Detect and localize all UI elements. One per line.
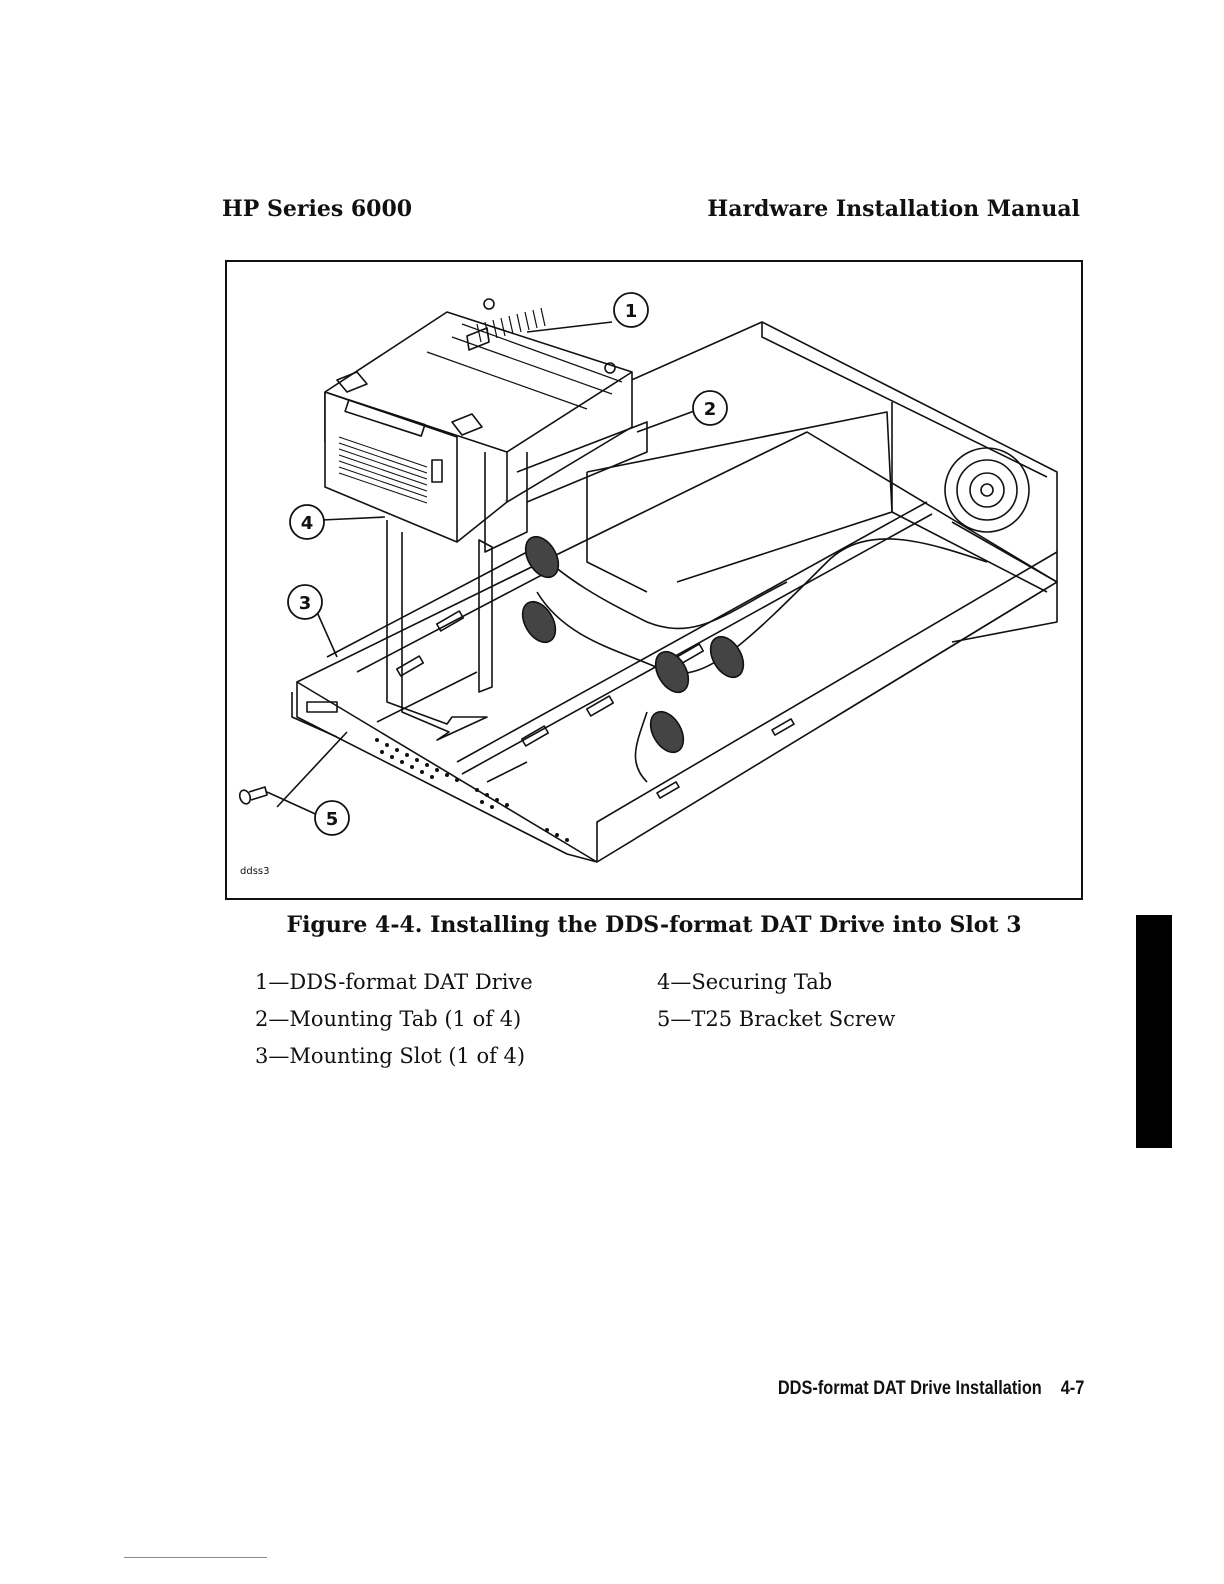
installation-illustration: 1 2 3 4 5 <box>227 262 1081 898</box>
legend-item: 4—Securing Tab <box>657 964 895 1001</box>
leader-1 <box>527 322 612 332</box>
legend-left-column: 1—DDS-format DAT Drive 2—Mounting Tab (1… <box>255 964 533 1075</box>
leader-3 <box>317 612 337 657</box>
callout-2-label: 2 <box>704 399 717 420</box>
header-manual-title: Hardware Installation Manual <box>707 196 1080 222</box>
figure-id-label: ddss3 <box>240 866 269 877</box>
leader-5 <box>267 792 322 817</box>
chassis-rear-wall <box>582 322 1057 722</box>
callout-1-label: 1 <box>625 301 638 322</box>
legend-item: 3—Mounting Slot (1 of 4) <box>255 1038 533 1075</box>
footer-section-title: DDS-format DAT Drive Installation <box>778 1378 1042 1399</box>
chapter-thumb-tab <box>1136 915 1172 1148</box>
header-product: HP Series 6000 <box>222 196 412 222</box>
callout-4-label: 4 <box>301 513 314 534</box>
dat-drive <box>325 299 632 542</box>
callout-5-label: 5 <box>326 809 339 830</box>
t25-screw <box>238 787 267 805</box>
figure-frame: 1 2 3 4 5 ddss3 <box>225 260 1083 900</box>
bottom-rule <box>124 1557 267 1558</box>
page-footer: DDS-format DAT Drive Installation 4-7 <box>778 1378 1084 1400</box>
leader-2 <box>637 410 697 432</box>
legend-right-column: 4—Securing Tab 5—T25 Bracket Screw <box>657 964 895 1038</box>
leader-4 <box>322 517 385 520</box>
legend-item: 5—T25 Bracket Screw <box>657 1001 895 1038</box>
figure-caption: Figure 4-4. Installing the DDS-format DA… <box>225 912 1083 938</box>
callout-3-label: 3 <box>299 593 312 614</box>
legend-item: 2—Mounting Tab (1 of 4) <box>255 1001 533 1038</box>
legend-item: 1—DDS-format DAT Drive <box>255 964 533 1001</box>
insertion-arrow-right <box>479 540 492 692</box>
footer-page-number: 4-7 <box>1060 1378 1084 1399</box>
